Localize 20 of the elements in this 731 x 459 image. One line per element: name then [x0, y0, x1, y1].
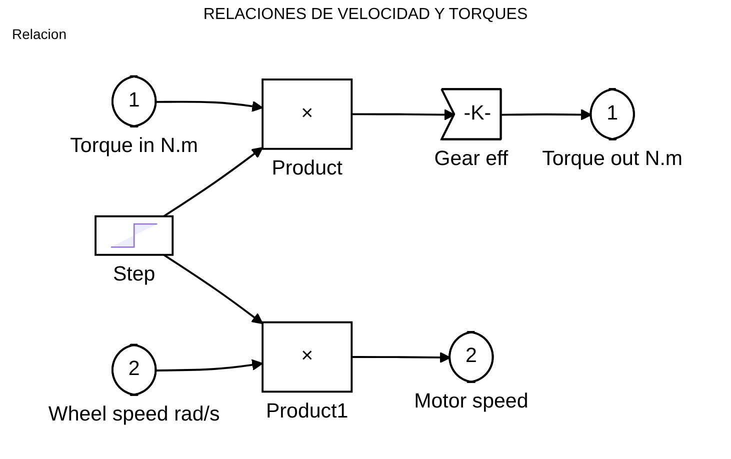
- node-box: ×: [262, 320, 353, 392]
- block-name: Gear eff: [434, 146, 508, 170]
- arrow: [352, 108, 456, 120]
- block-name: Torque out N.m: [542, 146, 683, 170]
- block-name: Wheel speed rad/s: [48, 402, 220, 426]
- annotation-text: Relacion: [12, 26, 66, 42]
- arrow: [352, 351, 451, 363]
- diagram-title: RELACIONES DE VELOCIDAD Y TORQUES: [203, 6, 528, 24]
- block-name: Product1: [266, 398, 348, 422]
- node-box: ×: [262, 78, 353, 150]
- block-name: Motor speed: [414, 389, 528, 412]
- arrow: [501, 108, 592, 120]
- node-picture: [94, 214, 174, 256]
- block-name: Step: [112, 262, 156, 286]
- block-name: Product: [272, 156, 343, 180]
- arrow: [163, 254, 264, 324]
- arrow: [156, 100, 264, 112]
- block-name: Torque in N.m: [70, 134, 198, 157]
- arrow: [156, 358, 264, 371]
- arrow: [163, 146, 264, 217]
